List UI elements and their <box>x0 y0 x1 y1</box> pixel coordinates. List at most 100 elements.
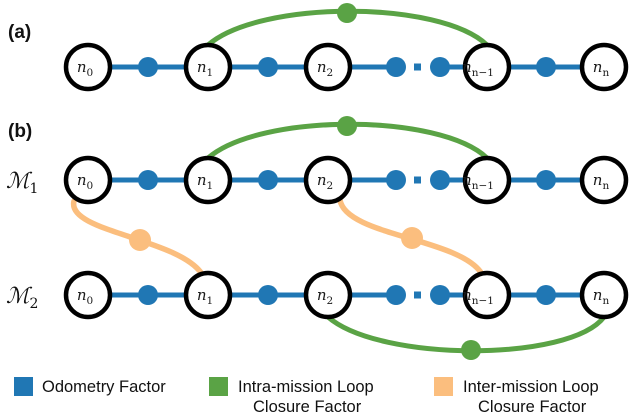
node-label: n2 <box>317 58 333 79</box>
node-circle <box>303 270 353 320</box>
graph-node[interactable]: n1 <box>183 155 233 205</box>
graph-node[interactable]: n2 <box>303 155 353 205</box>
node-circle <box>63 42 113 92</box>
node-circle <box>63 270 113 320</box>
graph-node[interactable]: nn−1 <box>462 270 512 320</box>
panel-b: n0 n1 n2 nn−1 nn ℳ1 <box>6 116 629 360</box>
node-circle <box>183 42 233 92</box>
inter-mission-swatch-icon <box>434 377 453 396</box>
intra-mission-arc-b2 <box>325 314 607 360</box>
graph-node[interactable]: nn <box>579 155 629 205</box>
node-circle <box>63 155 113 205</box>
nodes-b1: n0 n1 n2 nn−1 nn <box>63 155 629 205</box>
odometry-factors-b2 <box>138 285 556 305</box>
odometry-factor-dot <box>258 285 278 305</box>
graph-node[interactable]: n0 <box>63 42 113 92</box>
node-circle <box>462 42 512 92</box>
intra-mission-arc-b1 <box>205 116 490 161</box>
node-label: n1 <box>197 286 213 307</box>
graph-node[interactable]: nn−1 <box>462 42 512 92</box>
intra-mission-factor-dot-b1 <box>337 116 357 136</box>
odometry-factor-dot <box>138 57 158 77</box>
odometry-factor-dot <box>430 285 450 305</box>
mission-label-2: ℳ2 <box>6 284 38 312</box>
odometry-factor-dot <box>430 170 450 190</box>
intra-mission-factor-dot-b2 <box>461 340 481 360</box>
odometry-factor-dot <box>258 170 278 190</box>
intra-mission-swatch-icon <box>209 377 228 396</box>
ellipsis-marker <box>414 63 421 71</box>
panel-label-b: (b) <box>8 121 32 142</box>
mission-label-1: ℳ1 <box>6 169 38 197</box>
legend-item-intra-mission: Intra-mission Loop Closure Factor <box>209 377 374 415</box>
inter-mission-factor-dot-1 <box>129 229 151 251</box>
node-label: n1 <box>197 58 213 79</box>
inter-mission-factor-dot-2 <box>401 227 423 249</box>
graph-node[interactable]: nn <box>579 270 629 320</box>
mission-row-2: n0 n1 n2 nn−1 nn ℳ2 <box>6 270 629 320</box>
graph-node[interactable]: n2 <box>303 270 353 320</box>
node-circle <box>579 42 629 92</box>
node-label: nn <box>593 58 610 79</box>
node-label: nn−1 <box>462 58 494 79</box>
graph-node[interactable]: n1 <box>183 42 233 92</box>
inter-mission-curve-path-1 <box>71 198 205 277</box>
odometry-factor-dot <box>536 285 556 305</box>
panel-label-a: (a) <box>8 22 31 43</box>
node-circle <box>462 270 512 320</box>
intra-mission-factor-dot-a <box>337 3 357 23</box>
legend-label-odometry-line1: Odometry Factor <box>42 378 166 396</box>
legend-label-intra-line1: Intra-mission Loop <box>238 378 374 396</box>
graph-node[interactable]: nn <box>579 42 629 92</box>
odometry-swatch-icon <box>14 377 33 396</box>
node-label: n2 <box>317 286 333 307</box>
nodes-b2: n0 n1 n2 nn−1 nn <box>63 270 629 320</box>
node-label: nn−1 <box>462 286 494 307</box>
legend-label-intra-line2: Closure Factor <box>253 398 362 415</box>
legend: Odometry Factor Intra-mission Loop Closu… <box>14 377 599 415</box>
node-label: n0 <box>77 58 93 79</box>
graph-node[interactable]: n2 <box>303 42 353 92</box>
odometry-factor-dot <box>138 285 158 305</box>
node-circle <box>303 42 353 92</box>
panel-a: n0 n1 n2 nn−1 nn (a) <box>8 3 629 92</box>
legend-item-odometry: Odometry Factor <box>14 377 166 396</box>
node-circle <box>579 270 629 320</box>
graph-node[interactable]: n0 <box>63 155 113 205</box>
odometry-factor-dot <box>258 57 278 77</box>
node-circle <box>183 155 233 205</box>
mission-row-1: n0 n1 n2 nn−1 nn ℳ1 <box>6 155 629 205</box>
node-label: n1 <box>197 171 213 192</box>
legend-item-inter-mission: Inter-mission Loop Closure Factor <box>434 377 599 415</box>
node-label: n0 <box>77 171 93 192</box>
graph-node[interactable]: nn−1 <box>462 155 512 205</box>
graph-node[interactable]: n1 <box>183 270 233 320</box>
inter-mission-curve-1 <box>71 198 205 277</box>
intra-mission-arc-a <box>205 3 490 48</box>
node-label: n0 <box>77 286 93 307</box>
odometry-factor-dot <box>386 285 406 305</box>
node-circle <box>579 155 629 205</box>
odometry-factors-a <box>138 57 556 77</box>
node-label: nn <box>593 171 610 192</box>
graph-node[interactable]: n0 <box>63 270 113 320</box>
node-label: n2 <box>317 171 333 192</box>
node-label: nn−1 <box>462 171 494 192</box>
node-circle <box>183 270 233 320</box>
inter-mission-curve-2 <box>337 197 485 277</box>
odometry-factor-dot <box>386 57 406 77</box>
odometry-factor-dot <box>430 57 450 77</box>
ellipsis-marker <box>414 291 421 299</box>
legend-label-inter-line2: Closure Factor <box>478 398 587 415</box>
legend-label-inter-line1: Inter-mission Loop <box>463 378 599 396</box>
node-circle <box>303 155 353 205</box>
node-label: nn <box>593 286 610 307</box>
ellipsis-marker <box>414 176 421 184</box>
node-circle <box>462 155 512 205</box>
odometry-factor-dot <box>386 170 406 190</box>
odometry-factors-b1 <box>138 170 556 190</box>
odometry-factor-dot <box>138 170 158 190</box>
nodes-a: n0 n1 n2 nn−1 nn <box>63 42 629 92</box>
odometry-factor-dot <box>536 57 556 77</box>
